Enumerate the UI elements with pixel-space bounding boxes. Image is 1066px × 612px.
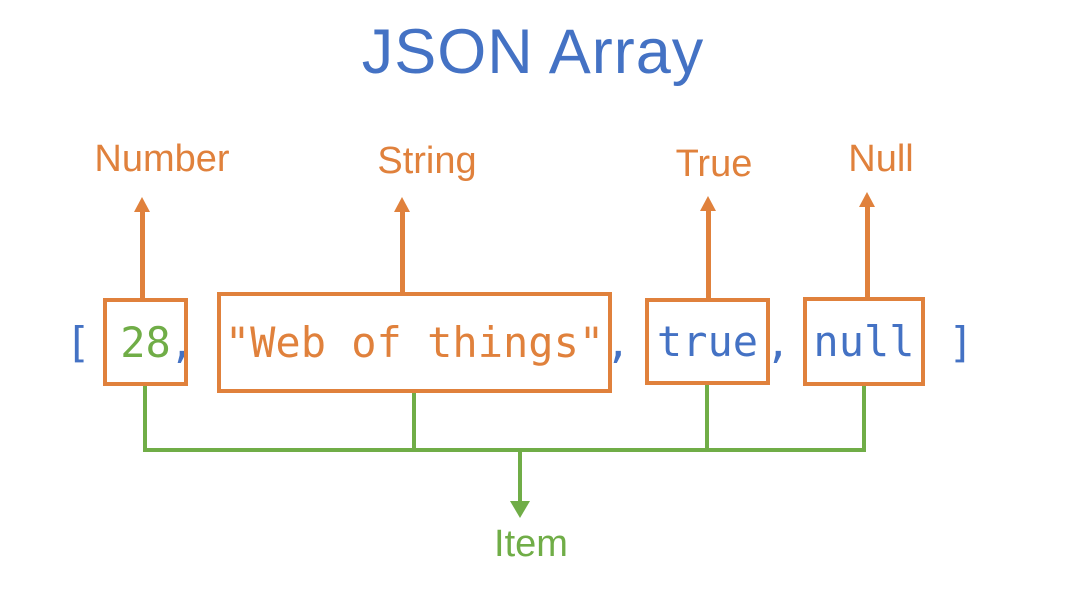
- number-connector-line: [143, 386, 147, 450]
- string-up-arrow-icon: [394, 197, 410, 294]
- array-open-bracket: [: [65, 318, 91, 367]
- array-close-bracket: ]: [948, 318, 974, 367]
- true-connector-line: [705, 385, 709, 450]
- type-label-number: Number: [94, 138, 230, 180]
- type-label-null: Null: [848, 138, 914, 180]
- true-item-box: true: [645, 298, 770, 385]
- arrowhead-up-icon: [700, 196, 716, 211]
- arrow-shaft: [705, 211, 711, 299]
- true-up-arrow-icon: [700, 196, 716, 299]
- number-up-arrow-icon: [134, 197, 150, 298]
- type-label-true: True: [675, 143, 753, 185]
- diagram-title: JSON Array: [361, 17, 705, 87]
- null-up-arrow-icon: [859, 192, 875, 297]
- arrowhead-down-icon: [510, 501, 530, 518]
- string-item-box: "Web of things": [217, 292, 612, 393]
- true-value: true: [656, 317, 759, 366]
- arrow-shaft: [864, 207, 870, 297]
- null-item-box: null: [803, 297, 925, 386]
- arrow-shaft: [139, 212, 145, 298]
- string-value: "Web of things": [224, 318, 605, 367]
- arrow-shaft: [399, 212, 405, 294]
- number-item-box: 28: [103, 298, 188, 386]
- null-value: null: [813, 317, 915, 366]
- comma-1: ,: [169, 318, 195, 367]
- connector-bus-line: [143, 448, 866, 452]
- item-arrow-shaft: [518, 450, 522, 503]
- type-label-string: String: [377, 140, 477, 182]
- null-connector-line: [862, 386, 866, 450]
- arrowhead-up-icon: [134, 197, 150, 212]
- arrowhead-up-icon: [859, 192, 875, 207]
- item-label: Item: [494, 523, 568, 565]
- arrowhead-up-icon: [394, 197, 410, 212]
- string-connector-line: [412, 393, 416, 450]
- number-value: 28: [120, 317, 171, 367]
